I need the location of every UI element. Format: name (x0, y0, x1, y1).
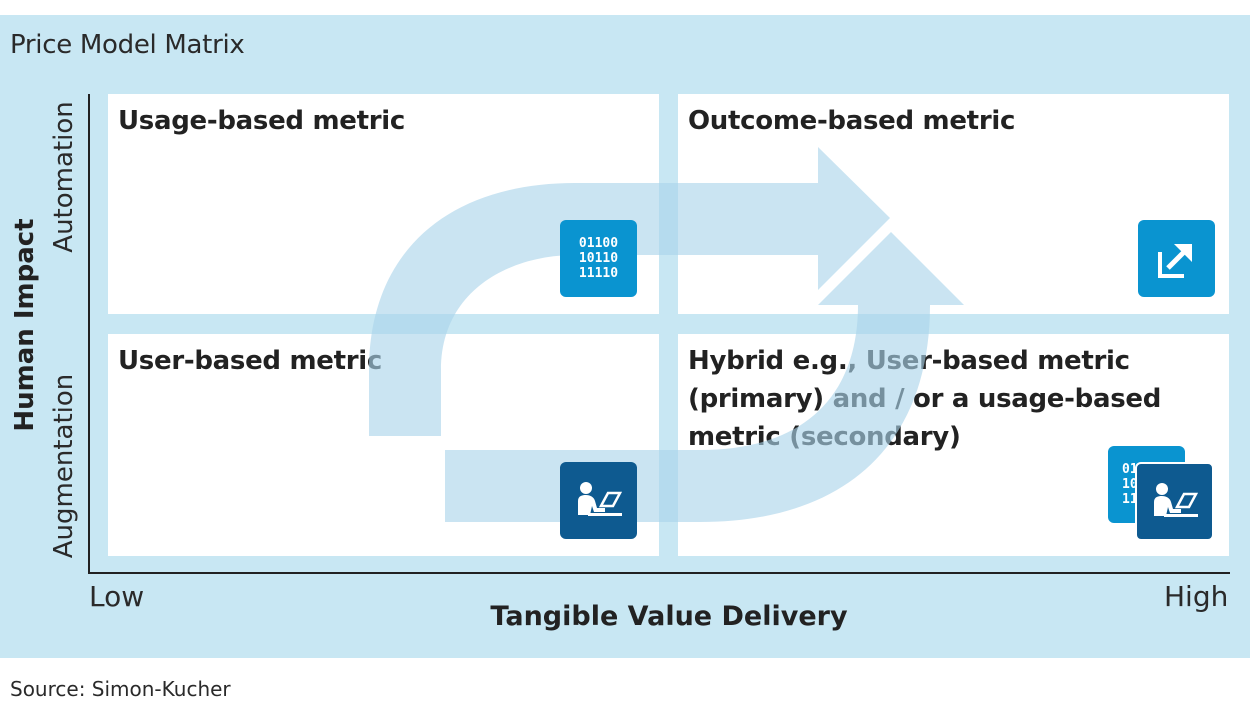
binary-line: 01100 (578, 236, 619, 251)
binary-line: 10110 (578, 251, 619, 266)
quadrant-label: User-based metric (118, 346, 382, 376)
quadrant-label: Hybrid e.g., User-based metric (primary)… (688, 346, 1162, 452)
quadrant-label: Usage-based metric (118, 106, 405, 136)
y-axis-title: Human Impact (10, 218, 40, 432)
user-laptop-icon (1135, 462, 1214, 541)
x-axis-line (88, 572, 1230, 574)
binary-data-icon: 01100 10110 11110 (560, 220, 637, 297)
source-note: Source: Simon-Kucher (10, 677, 231, 701)
y-axis-low-label: Augmentation (49, 373, 79, 559)
quadrant-label: Outcome-based metric (688, 106, 1016, 136)
user-laptop-icon (560, 462, 637, 539)
y-axis-high-label: Automation (49, 101, 79, 253)
chart-title: Price Model Matrix (10, 30, 245, 60)
x-axis-high-label: High (1164, 580, 1229, 613)
y-axis-line (88, 94, 90, 574)
x-axis-low-label: Low (89, 580, 145, 613)
export-outcome-icon (1138, 220, 1215, 297)
binary-line: 11110 (578, 266, 619, 281)
x-axis-title: Tangible Value Delivery (490, 601, 848, 632)
